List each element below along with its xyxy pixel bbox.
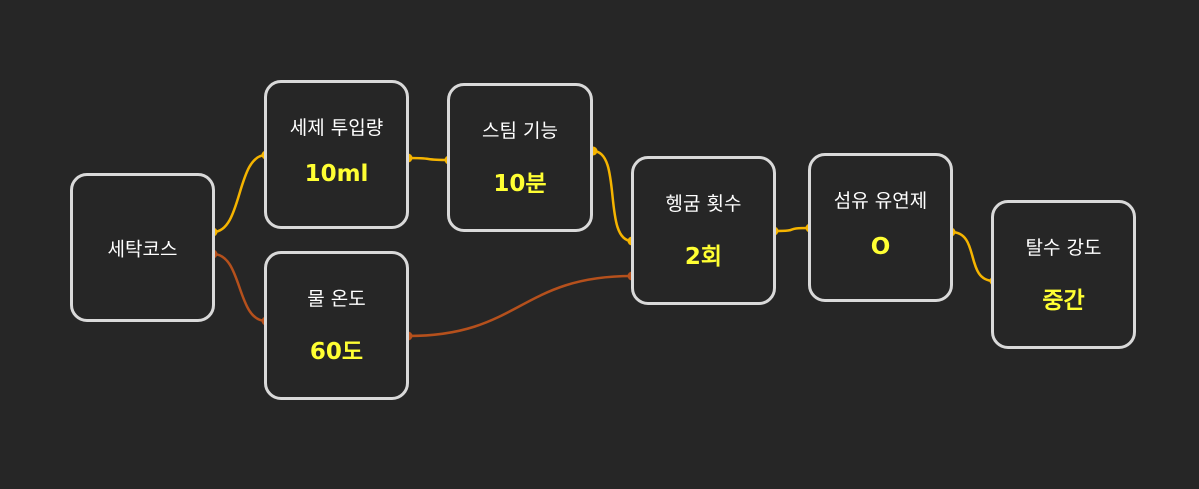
node-temperature: 물 온도 60도 — [264, 251, 409, 400]
node-spin-label: 탈수 강도 — [1025, 237, 1102, 259]
edge-softener-to-spin — [950, 230, 995, 283]
node-rinse: 헹굼 횟수 2회 — [631, 156, 776, 305]
edge-steam-to-rinse — [592, 149, 633, 243]
node-rinse-value: 2회 — [684, 244, 723, 270]
node-detergent-label: 세제 투입량 — [289, 117, 384, 139]
node-steam: 스팀 기능 10분 — [447, 83, 593, 232]
node-steam-label: 스팀 기능 — [482, 120, 558, 142]
edge-rinse-to-softener — [773, 226, 811, 233]
node-steam-value: 10분 — [493, 171, 547, 197]
node-spin: 탈수 강도 중간 — [991, 200, 1136, 349]
edge-course-to-detergent — [212, 153, 267, 234]
node-softener-value: O — [870, 234, 891, 260]
node-temperature-label: 물 온도 — [307, 288, 366, 310]
edge-temperature-to-rinse — [407, 274, 633, 338]
node-softener-label: 섬유 유연제 — [833, 190, 928, 212]
node-course: 세탁코스 — [70, 173, 215, 322]
edge-detergent-to-steam — [407, 156, 450, 162]
node-detergent: 세제 투입량 10ml — [264, 80, 409, 229]
node-rinse-label: 헹굼 횟수 — [665, 193, 742, 215]
node-course-label: 세탁코스 — [107, 238, 178, 260]
node-softener: 섬유 유연제 O — [808, 153, 953, 302]
edge-course-to-temperature — [212, 252, 267, 323]
node-temperature-value: 60도 — [309, 339, 364, 365]
node-spin-value: 중간 — [1042, 288, 1085, 314]
node-detergent-value: 10ml — [304, 161, 369, 187]
